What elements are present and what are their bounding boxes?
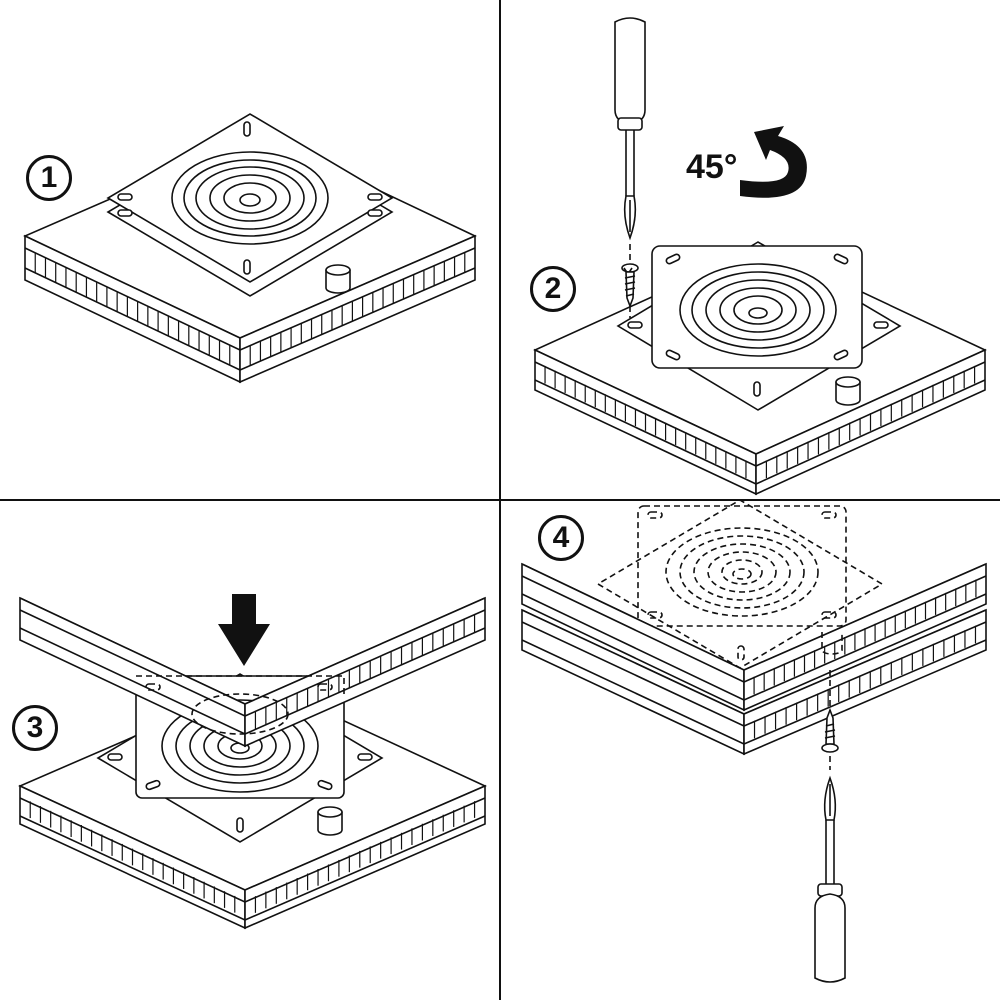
step-number: 3 <box>26 711 44 744</box>
dowel-peg <box>317 806 343 836</box>
step-4-illustration <box>521 500 987 983</box>
step-3-illustration <box>18 594 487 930</box>
step-2-panel: 45° 2 <box>500 0 1000 500</box>
down-arrow-icon <box>218 594 270 666</box>
step-number: 1 <box>40 161 58 194</box>
hidden-swivel-plate <box>596 500 884 669</box>
rotation-angle-label: 45° <box>686 148 738 186</box>
panel-divider-horizontal <box>0 499 1000 501</box>
step-number: 2 <box>544 272 562 305</box>
circled-three-icon: 3 <box>12 705 58 751</box>
screw <box>621 263 639 318</box>
swivel-plate-top-rotated <box>651 245 863 369</box>
board-edge-ribs <box>254 614 476 730</box>
swivel-plate-top <box>106 113 394 283</box>
rotate-arrow-icon <box>740 126 807 198</box>
wooden-board-bottom <box>521 608 987 756</box>
step-1-panel: 1 <box>0 0 500 500</box>
dowel-peg <box>325 264 351 294</box>
screwdriver <box>614 17 646 262</box>
step-number: 4 <box>552 521 570 554</box>
board-edge-ribs <box>29 801 476 913</box>
board-edge-ribs <box>544 365 976 479</box>
board-edge-ribs <box>753 579 977 695</box>
step-3-panel: 3 <box>0 500 500 1000</box>
step-4-panel: 4 <box>500 500 1000 1000</box>
circled-two-icon: 2 <box>530 266 576 312</box>
board-edge-ribs <box>753 625 977 739</box>
step-1-illustration <box>23 113 477 384</box>
step-2-illustration <box>533 17 987 496</box>
screw <box>821 670 839 770</box>
dowel-peg <box>835 376 861 406</box>
circled-one-icon: 1 <box>26 155 72 201</box>
wooden-board-top <box>19 596 486 748</box>
circled-four-icon: 4 <box>538 515 584 561</box>
screwdriver <box>814 775 846 983</box>
wooden-board-top <box>521 562 987 712</box>
board-edge-ribs <box>34 252 466 366</box>
